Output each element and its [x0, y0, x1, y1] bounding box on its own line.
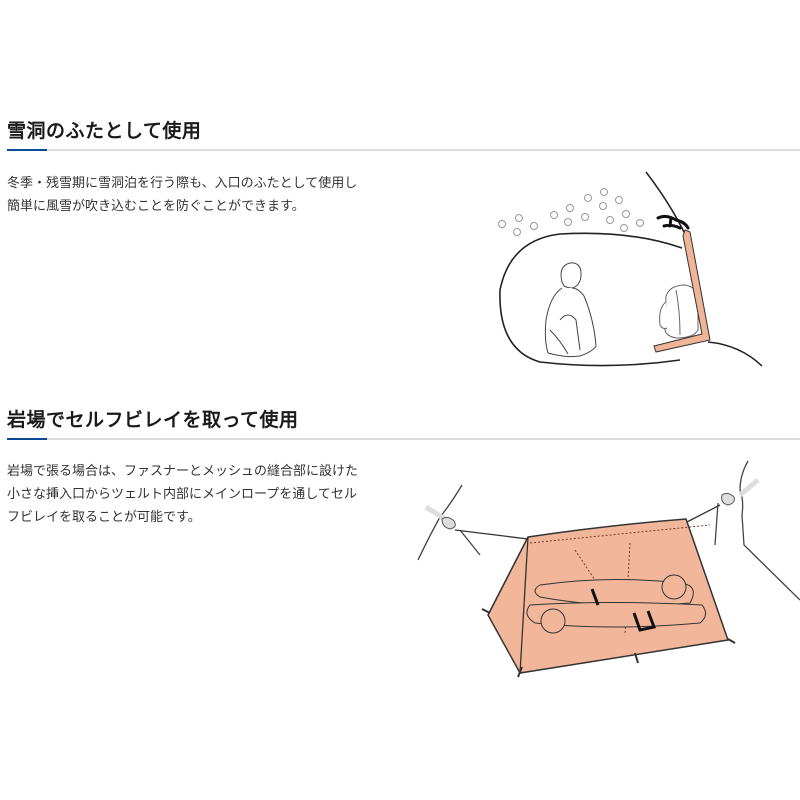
section-divider [7, 438, 800, 440]
snowflake-icon [498, 188, 644, 236]
rock-self-belay-illustration [417, 460, 800, 678]
section-heading: 雪洞のふたとして使用 [7, 120, 202, 142]
snow-cave-cover-illustration [498, 171, 763, 367]
heading-accent-bar [7, 438, 47, 440]
description-line: 冬季・残雪期に雪洞泊を行う際も、入口のふたとして使用し [7, 176, 358, 191]
section-heading: 岩場でセルフビレイを取って使用 [7, 409, 299, 431]
description-line: 岩場で張る場合は、ファスナーとメッシュの縫合部に設けた [7, 464, 359, 479]
description-line: フビレイを取ることが可能です。 [7, 510, 201, 525]
section-divider [7, 149, 800, 151]
section-description: 冬季・残雪期に雪洞泊を行う際も、入口のふたとして使用し 簡単に風雪が吹き込むこと… [7, 172, 397, 218]
heading-accent-bar [7, 149, 47, 151]
description-line: 小さな挿入口からツェルト内部にメインロープを通してセル [7, 487, 357, 502]
section-description: 岩場で張る場合は、ファスナーとメッシュの縫合部に設けた 小さな挿入口からツェルト… [7, 460, 397, 529]
description-line: 簡単に風雪が吹き込むことを防ぐことができます。 [7, 199, 305, 214]
